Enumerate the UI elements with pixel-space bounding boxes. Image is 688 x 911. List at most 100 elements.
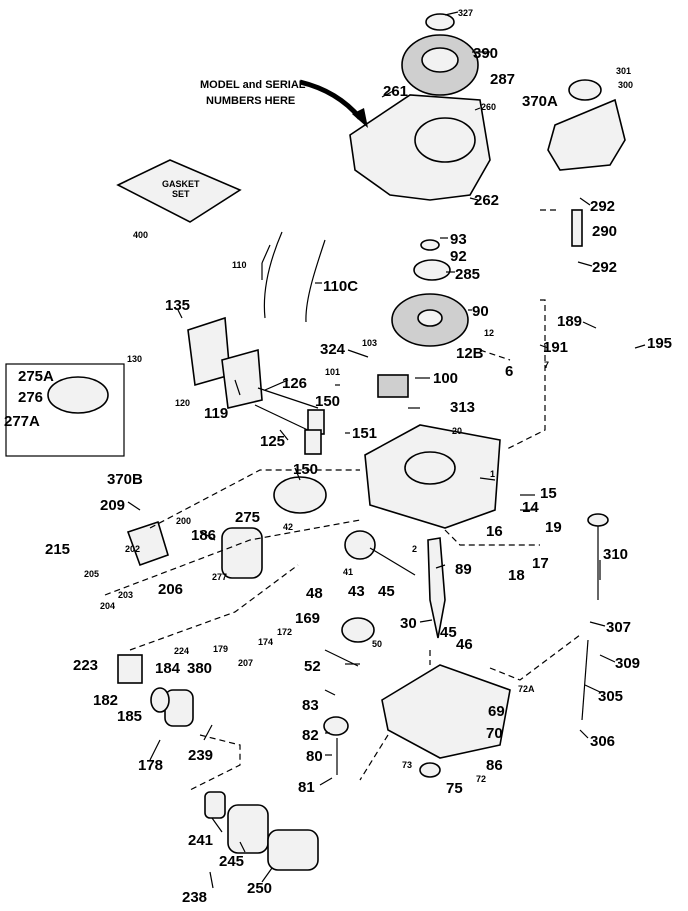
control-wire-part	[263, 231, 283, 319]
callout-215: 215	[45, 541, 70, 558]
callout-89: 89	[455, 561, 472, 578]
callout-292b: 292	[592, 259, 617, 276]
piston-part	[344, 530, 376, 560]
callout-169: 169	[295, 610, 320, 627]
callout-82: 82	[302, 727, 319, 744]
callout-207: 207	[238, 658, 253, 668]
leader-line	[419, 619, 433, 623]
gasket-set-label-2: SET	[172, 189, 190, 199]
assembly-dashed-line	[149, 469, 360, 529]
callout-45a: 45	[378, 583, 395, 600]
callout-204: 204	[100, 601, 115, 611]
connecting-rod-part	[369, 547, 416, 576]
pre-cleaner-part	[267, 829, 319, 871]
leader-line	[319, 777, 333, 786]
callout-126: 126	[282, 375, 307, 392]
fuel-line-part	[571, 209, 583, 247]
leader-line	[539, 344, 549, 349]
callout-70: 70	[486, 725, 503, 742]
leader-line	[381, 89, 396, 98]
leader-line	[261, 867, 273, 883]
callout-42: 42	[283, 522, 293, 532]
callout-17: 17	[532, 555, 549, 572]
gasket-set-label-1: GASKET	[162, 179, 200, 189]
callout-174: 174	[258, 637, 273, 647]
intake-elbow-part	[164, 689, 194, 727]
callout-186: 186	[191, 527, 216, 544]
part-callouts: 327 390 287 261 260 370A 301 300 292 290…	[4, 8, 672, 906]
assembly-dashed-line	[504, 299, 546, 451]
callout-301: 301	[616, 66, 631, 76]
callout-110: 110	[232, 260, 247, 270]
leader-line	[347, 349, 369, 358]
callout-324: 324	[320, 341, 346, 358]
cap-part	[425, 13, 455, 31]
callout-209: 209	[100, 497, 125, 514]
callout-19: 19	[545, 519, 562, 536]
callout-48: 48	[306, 585, 323, 602]
callout-1: 1	[490, 469, 495, 479]
note-arrowhead	[352, 108, 368, 128]
callout-73: 73	[402, 760, 412, 770]
leader-line	[435, 564, 446, 569]
callout-15: 15	[540, 485, 557, 502]
assembly-dashed-line	[189, 734, 241, 791]
callout-260: 260	[481, 102, 496, 112]
callout-90: 90	[472, 303, 489, 320]
callout-178: 178	[138, 757, 163, 774]
exhaust-valve-part	[257, 387, 319, 409]
callout-239: 239	[188, 747, 213, 764]
legend-box	[5, 363, 125, 457]
callout-119: 119	[204, 405, 228, 422]
leader-line	[474, 107, 481, 111]
callout-275A: 275A	[18, 368, 54, 385]
assembly-dashed-line	[489, 634, 581, 681]
sump-part	[381, 664, 511, 759]
note-line-1: MODEL and SERIAL	[200, 79, 306, 91]
air-cleaner-part	[47, 376, 109, 414]
callout-202: 202	[125, 544, 140, 554]
callout-12: 12	[484, 328, 494, 338]
leader-line	[479, 477, 496, 481]
breather-gasket-part	[221, 348, 263, 409]
callout-277: 277	[212, 572, 227, 582]
callout-327: 327	[458, 8, 473, 18]
callout-12B: 12B	[456, 345, 484, 362]
callout-370B: 370B	[107, 471, 143, 488]
callout-276: 276	[18, 389, 43, 406]
model-serial-note: MODEL and SERIAL NUMBERS HERE	[200, 79, 368, 128]
callout-151: 151	[352, 425, 377, 442]
callout-307: 307	[606, 619, 631, 636]
callout-310: 310	[603, 546, 628, 563]
callout-185: 185	[117, 708, 142, 725]
callout-86: 86	[486, 757, 503, 774]
crankshaft-part	[427, 537, 446, 639]
ignition-module-part	[377, 374, 409, 398]
leader-line	[209, 871, 214, 889]
filter-element-part	[227, 804, 269, 854]
leader-line	[239, 841, 246, 853]
callout-50: 50	[372, 639, 382, 649]
callout-380: 380	[187, 660, 212, 677]
dipstick-tube-part	[581, 639, 589, 721]
callout-200: 200	[176, 516, 191, 526]
callout-43: 43	[348, 583, 365, 600]
assembly-dashed-line	[104, 519, 361, 596]
callout-46: 46	[456, 636, 473, 653]
callout-172: 172	[277, 627, 292, 637]
camshaft-gear-part	[341, 617, 375, 643]
callout-275: 275	[235, 509, 260, 526]
leader-line	[577, 261, 593, 267]
fuel-cap-part	[568, 79, 602, 101]
callout-245: 245	[219, 853, 244, 870]
callout-7: 7	[544, 360, 549, 370]
leader-line	[199, 530, 216, 541]
leader-line	[234, 379, 241, 396]
callout-182: 182	[93, 692, 118, 709]
callout-20: 20	[452, 426, 462, 436]
blower-housing-opening	[414, 117, 476, 163]
callout-305: 305	[598, 688, 623, 705]
leader-line	[589, 621, 606, 627]
leader-line	[634, 344, 646, 349]
oil-seal-part	[419, 762, 441, 778]
